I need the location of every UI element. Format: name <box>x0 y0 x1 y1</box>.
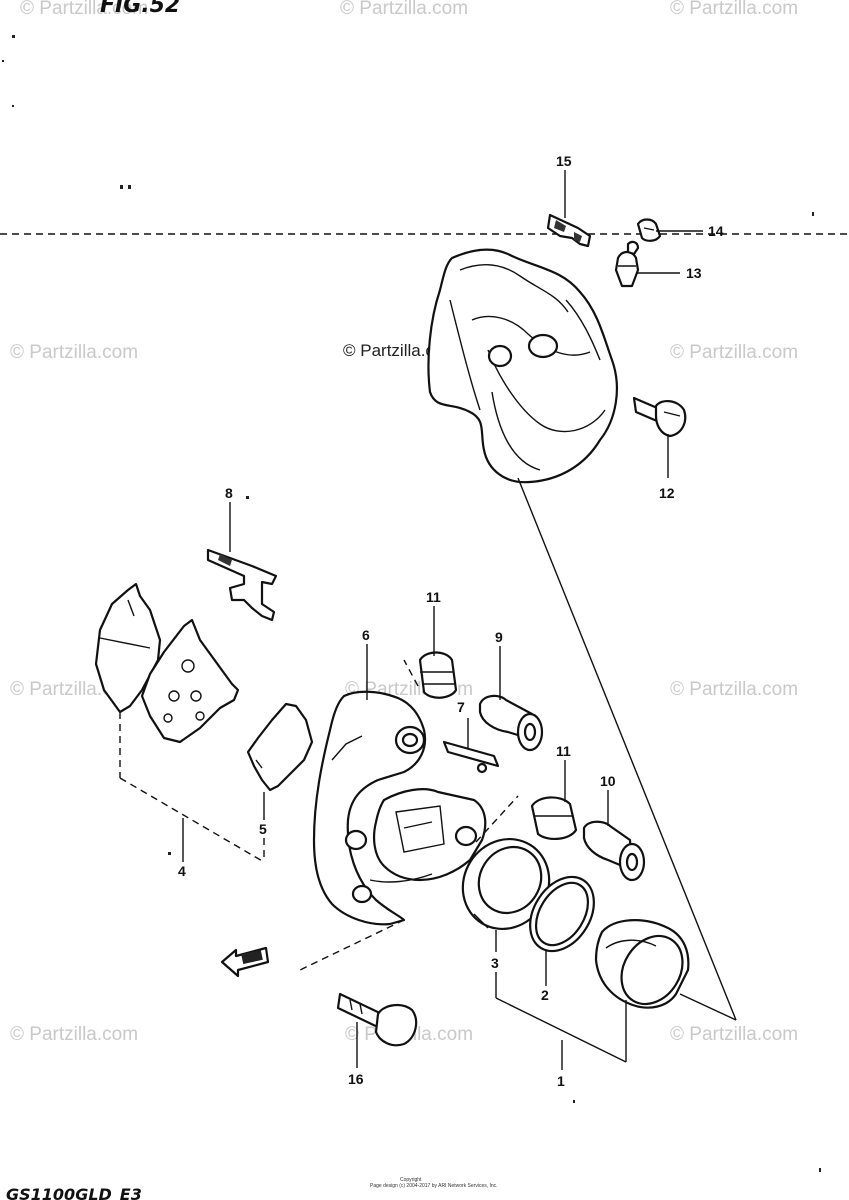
callout-6: 6 <box>362 627 370 643</box>
callout-3: 3 <box>491 955 499 971</box>
watermark: © Partzilla.com <box>670 1024 798 1045</box>
callout-10: 10 <box>600 773 616 789</box>
watermark: © Partzilla.com <box>20 0 148 19</box>
part-3-dust-seal <box>461 837 551 931</box>
part-15-clip <box>546 213 592 248</box>
callout-14: 14 <box>708 223 724 239</box>
part-9-sleeve <box>478 694 544 752</box>
callout-11-lower: 11 <box>556 743 571 759</box>
copyright-line-2: Page design (c) 2004-2017 by ARI Network… <box>370 1183 498 1189</box>
callout-2: 2 <box>541 987 549 1003</box>
scan-speckles <box>2 35 821 1172</box>
callout-11-upper: 11 <box>426 589 441 605</box>
part-4-brake-pads <box>94 582 240 744</box>
watermark: © Partzilla.com <box>10 1024 138 1045</box>
part-1-piston <box>594 919 690 1009</box>
caliper-housing-upper <box>427 248 618 484</box>
part-8-pad-spring <box>206 548 278 622</box>
front-direction-arrow <box>220 946 270 978</box>
callout-15: 15 <box>556 153 572 169</box>
callout-13: 13 <box>686 265 702 281</box>
copyright-line-1: Copyright <box>400 1177 422 1183</box>
watermarks: © Partzilla.com © Partzilla.com © Partzi… <box>10 0 798 1045</box>
callout-12: 12 <box>659 485 675 501</box>
callout-numbers: 15 14 13 12 8 11 9 6 7 11 10 5 4 3 2 1 1… <box>178 153 724 1089</box>
part-16-bolt <box>336 992 418 1047</box>
callout-16: 16 <box>348 1071 364 1087</box>
part-6-caliper-bracket <box>312 690 487 926</box>
part-5-shim <box>246 702 314 792</box>
part-2-piston-seal <box>529 875 595 953</box>
callout-7: 7 <box>457 699 465 715</box>
watermark: © Partzilla.com <box>670 679 798 700</box>
callout-4: 4 <box>178 863 186 879</box>
callout-5: 5 <box>259 821 267 837</box>
leader-lines <box>119 170 737 1070</box>
model-code: GS1100GLD_E3 <box>6 1185 142 1200</box>
part-7-pin <box>442 740 500 774</box>
watermark: © Partzilla.com <box>340 0 468 19</box>
part-14-cap <box>636 218 662 242</box>
callout-9: 9 <box>495 629 503 645</box>
watermark: © Partzilla.com <box>670 0 798 19</box>
watermark: © Partzilla.com <box>670 342 798 363</box>
part-11-boot-upper <box>418 651 458 699</box>
part-10-sleeve <box>582 820 646 882</box>
part-13-bleeder <box>614 240 640 288</box>
figure-label: FIG.52 <box>100 0 180 18</box>
part-11-boot-lower <box>530 796 578 840</box>
callout-8: 8 <box>225 485 233 501</box>
callout-1: 1 <box>557 1073 565 1089</box>
watermark: © Partzilla.com <box>10 342 138 363</box>
part-12-bolt <box>632 396 687 438</box>
